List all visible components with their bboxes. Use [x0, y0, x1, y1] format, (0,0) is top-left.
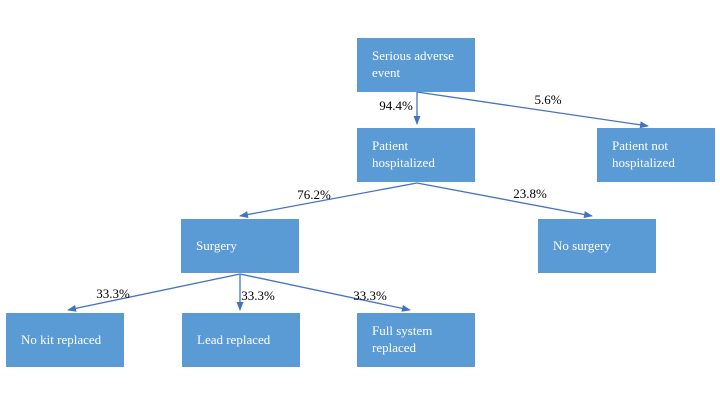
edge-label-surgery-to-full-system-replaced: 33.3%: [353, 288, 387, 303]
edge-label-serious-to-hospitalized: 94.4%: [379, 98, 413, 113]
node-no-surgery: No surgery: [538, 219, 656, 273]
node-lead-replaced: Lead replaced: [182, 313, 300, 367]
node-label: Patient hospitalized: [372, 138, 435, 170]
arrow-hospitalized-to-no-surgery: [416, 182, 593, 218]
node-label: Serious adverse event: [372, 48, 454, 80]
arrow-serious-to-not-hospitalized: [416, 91, 649, 129]
edge-label-surgery-to-lead-replaced: 33.3%: [241, 288, 275, 303]
node-label: No surgery: [553, 237, 611, 253]
arrow-surgery-to-no-kit-replaced: [67, 273, 241, 312]
edge-label-hospitalized-to-no-surgery: 23.8%: [513, 186, 547, 201]
edge-label-serious-to-not-hospitalized: 5.6%: [534, 92, 562, 107]
node-label: Patient not hospitalized: [612, 138, 675, 170]
node-full-system-replaced: Full system replaced: [357, 313, 475, 367]
node-patient-not-hospitalized: Patient not hospitalized: [597, 128, 715, 182]
edge-label-surgery-to-no-kit-replaced: 33.3%: [96, 286, 130, 301]
node-serious-adverse-event: Serious adverse event: [357, 38, 475, 92]
node-label: Full system replaced: [372, 323, 433, 355]
node-no-kit-replaced: No kit replaced: [6, 313, 124, 367]
node-patient-hospitalized: Patient hospitalized: [357, 128, 475, 182]
node-label: Surgery: [196, 237, 237, 253]
node-label: No kit replaced: [21, 331, 102, 347]
edge-label-hospitalized-to-surgery: 76.2%: [297, 187, 331, 202]
node-surgery: Surgery: [181, 219, 299, 273]
node-label: Lead replaced: [197, 331, 271, 347]
